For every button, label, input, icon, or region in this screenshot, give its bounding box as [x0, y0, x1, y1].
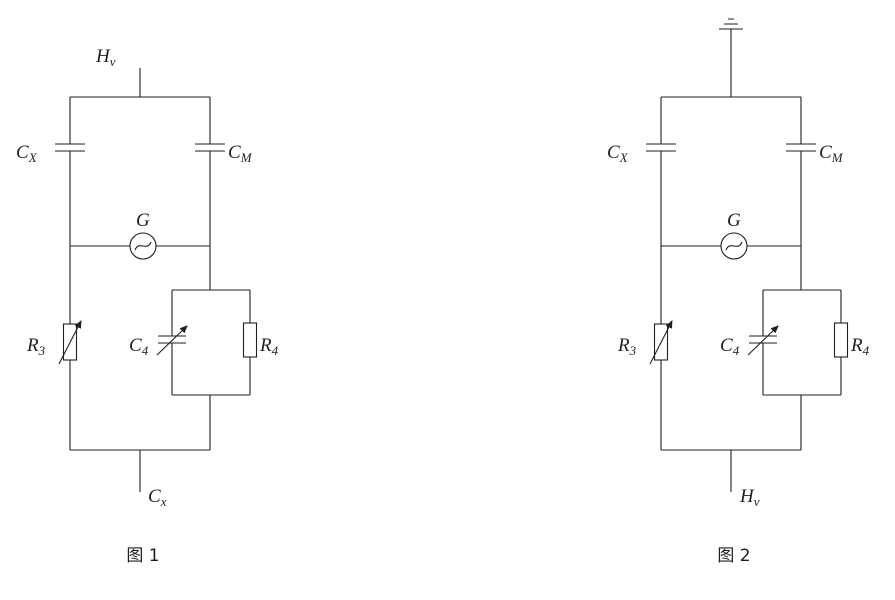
variable-arrow-icon [649, 320, 673, 365]
label-galvanometer: G [727, 210, 741, 231]
variable-arrow-icon [747, 325, 779, 356]
variable-capacitor-c4-symbol [749, 335, 777, 344]
capacitor-cx-symbol [646, 143, 676, 152]
galvanometer-wave-icon [134, 241, 152, 251]
label-cm: CM [228, 142, 253, 165]
label-r3: R3 [617, 335, 637, 358]
resistor-r4-symbol [242, 322, 258, 358]
capacitor-cm-symbol [786, 143, 816, 152]
parallel-branch-wires [762, 289, 842, 396]
label-bottom-terminal: Hv [739, 486, 760, 509]
capacitor-cm-symbol [195, 143, 225, 152]
variable-arrow-icon [156, 325, 188, 356]
variable-arrow-icon [58, 320, 82, 365]
resistor-r4-symbol [833, 322, 849, 358]
earth-ground-icon [719, 18, 743, 30]
variable-resistor-r3-symbol [653, 323, 669, 361]
wire [660, 29, 802, 492]
variable-capacitor-c4-symbol [158, 335, 186, 344]
figure-2: CX CM G R3 C4 R4 Hv 图 2 [607, 18, 870, 566]
label-cx: CX [16, 142, 38, 165]
label-galvanometer: G [136, 210, 150, 231]
label-cx: CX [607, 142, 629, 165]
capacitor-cx-symbol [55, 143, 85, 152]
figure1-caption: 图 1 [126, 546, 159, 566]
parallel-branch-wires [171, 289, 251, 396]
label-top-terminal: Hv [95, 46, 116, 69]
label-r4: R4 [259, 335, 279, 358]
figure2-caption: 图 2 [717, 546, 750, 566]
wire [69, 68, 211, 492]
label-r3: R3 [26, 335, 46, 358]
figure-1: Hv CX CM G R3 C4 R4 Cx 图 1 [16, 46, 279, 566]
label-cm: CM [819, 142, 844, 165]
variable-resistor-r3-symbol [62, 323, 78, 361]
label-bottom-terminal: Cx [148, 486, 167, 509]
label-c4: C4 [129, 335, 149, 358]
label-r4: R4 [850, 335, 870, 358]
label-c4: C4 [720, 335, 740, 358]
galvanometer-wave-icon [725, 241, 743, 251]
